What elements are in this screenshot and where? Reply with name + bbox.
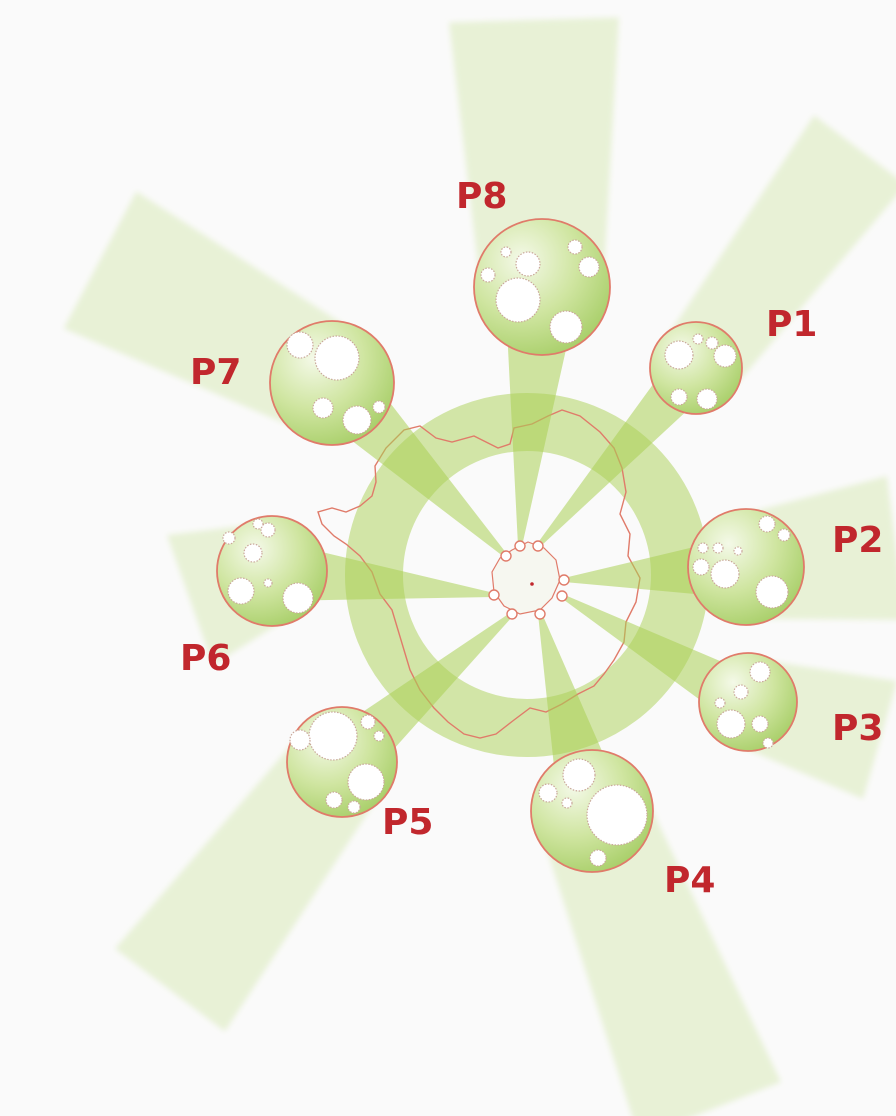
- pod-p2: [688, 509, 804, 625]
- pod-p3-settlement: [752, 716, 768, 732]
- pod-p8-settlement: [516, 252, 540, 276]
- hub-node-p8: [515, 541, 525, 551]
- pod-p4-settlement: [563, 759, 595, 791]
- pod-label-p5: P5: [382, 802, 433, 843]
- pod-p8-settlement: [481, 268, 495, 282]
- pod-p5-settlement: [290, 730, 310, 750]
- pod-p2-settlement: [711, 560, 739, 588]
- hub-node-p5: [507, 609, 517, 619]
- pod-p2-settlement: [778, 529, 790, 541]
- pod-label-p3: P3: [832, 708, 883, 749]
- pod-p8-settlement: [550, 311, 582, 343]
- pod-p6-settlement: [228, 578, 254, 604]
- pod-p3-settlement: [763, 738, 773, 748]
- hub-node-p3: [557, 591, 567, 601]
- pod-p5-settlement: [361, 715, 375, 729]
- pod-p7-settlement: [313, 398, 333, 418]
- pod-p2-settlement: [756, 576, 788, 608]
- pod-label-p1: P1: [766, 304, 817, 345]
- pod-p1: [650, 322, 742, 414]
- pod-p5-settlement: [326, 792, 342, 808]
- pod-p2-settlement: [759, 516, 775, 532]
- pod-p7-settlement: [373, 401, 385, 413]
- pod-p8-settlement: [579, 257, 599, 277]
- pod-p3-settlement: [717, 710, 745, 738]
- pod-p1-settlement: [693, 334, 703, 344]
- pod-p2-settlement: [734, 547, 742, 555]
- pod-p7-settlement: [287, 332, 313, 358]
- pod-p3-settlement: [750, 662, 770, 682]
- pod-p2-settlement: [693, 559, 709, 575]
- pod-p5-settlement: [348, 801, 360, 813]
- pod-p7-settlement: [315, 336, 359, 380]
- hub-center-dot: [530, 582, 534, 586]
- pod-p8: [474, 219, 610, 355]
- pod-p5-settlement: [374, 731, 384, 741]
- pod-p6-settlement: [244, 544, 262, 562]
- pod-label-p4: P4: [664, 860, 715, 901]
- pod-p1-settlement: [706, 337, 718, 349]
- pod-p2-settlement: [713, 543, 723, 553]
- pod-p6-settlement: [283, 583, 313, 613]
- hub-node-p4: [535, 609, 545, 619]
- pod-label-p8: P8: [456, 176, 507, 217]
- pod-p8-settlement: [496, 278, 540, 322]
- pod-p5: [287, 707, 397, 817]
- pod-p3-settlement: [734, 685, 748, 699]
- pod-p4: [531, 750, 653, 872]
- pod-p8-settlement: [501, 247, 511, 257]
- pod-p4-settlement: [539, 784, 557, 802]
- pod-p3: [699, 653, 797, 751]
- hub-node-p2: [559, 575, 569, 585]
- pod-p6: [217, 516, 327, 626]
- pod-p1-settlement: [714, 345, 736, 367]
- pod-p8-settlement: [568, 240, 582, 254]
- pod-label-p7: P7: [190, 352, 241, 393]
- pod-label-p2: P2: [832, 520, 883, 561]
- pod-p1-settlement: [671, 389, 687, 405]
- pod-p5-settlement: [348, 764, 384, 800]
- pod-p4-settlement: [587, 785, 647, 845]
- pod-p6-settlement: [253, 519, 263, 529]
- pod-p2-settlement: [698, 543, 708, 553]
- pod-p4-settlement: [562, 798, 572, 808]
- hub-node-p6: [489, 590, 499, 600]
- pod-p3-settlement: [715, 698, 725, 708]
- pod-p1-settlement: [665, 341, 693, 369]
- pod-p1-settlement: [697, 389, 717, 409]
- hub-node-p7: [501, 551, 511, 561]
- pod-p6-settlement: [223, 532, 235, 544]
- hub-node-p1: [533, 541, 543, 551]
- pod-circle-p3: [699, 653, 797, 751]
- pod-circle-p8: [474, 219, 610, 355]
- pod-p7-settlement: [343, 406, 371, 434]
- pod-p7: [270, 321, 394, 445]
- pod-p6-settlement: [264, 579, 272, 587]
- pod-p5-settlement: [309, 712, 357, 760]
- pod-label-p6: P6: [180, 638, 231, 679]
- pod-p4-settlement: [590, 850, 606, 866]
